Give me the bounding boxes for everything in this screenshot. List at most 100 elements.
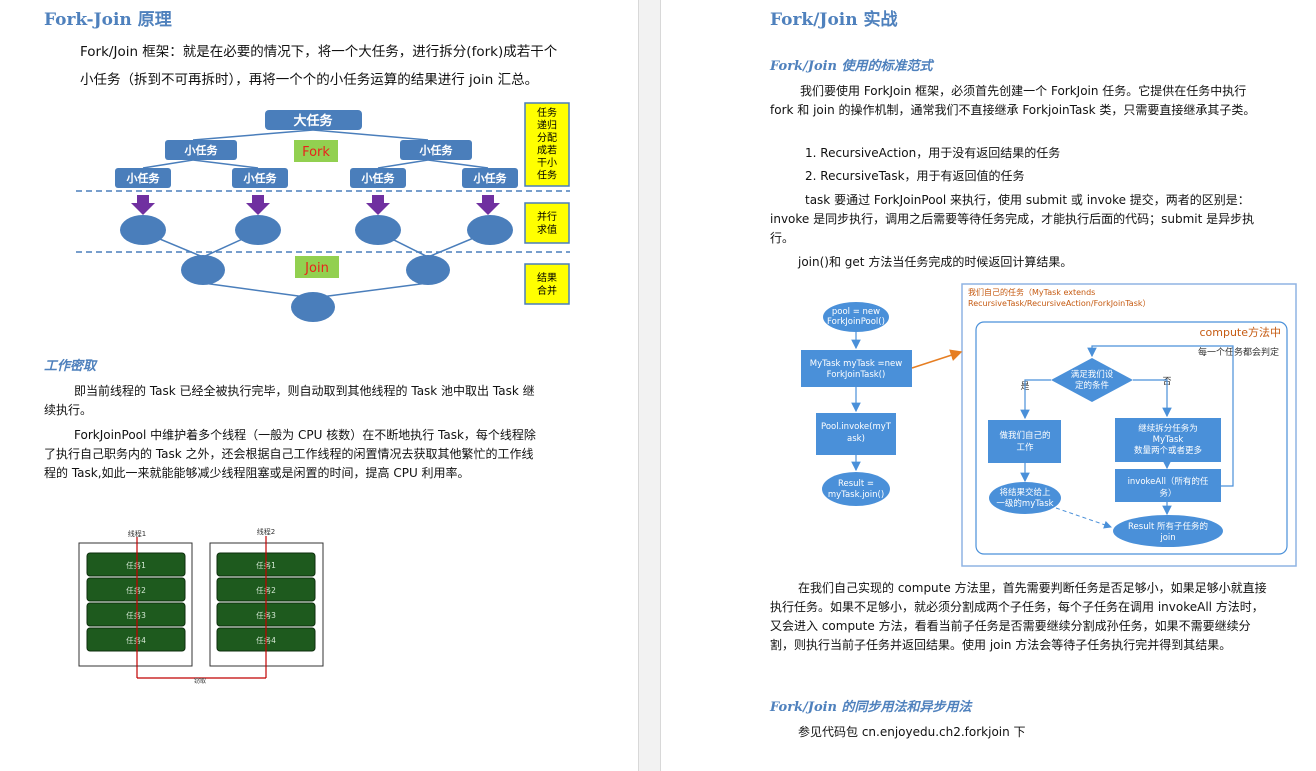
section-heading-work-stealing: 工作密取: [44, 359, 97, 374]
result-all-node: [1113, 515, 1223, 547]
small-task-box: [232, 168, 288, 188]
decision-node: [1051, 358, 1133, 402]
steal-label: 窃取: [194, 677, 206, 685]
side-note-line: 分配: [537, 132, 557, 144]
thread1-label: 线程1: [128, 529, 146, 538]
task-block-label: 任务2: [126, 585, 146, 595]
big-task-box: [265, 110, 362, 130]
paragraph-code-package: 参见代码包 cn.enjoyedu.ch2.forkjoin 下: [798, 725, 1026, 739]
node-text-line: MyTask: [1153, 435, 1184, 445]
down-arrow-icon: [131, 195, 500, 215]
side-note-line: 结果: [537, 271, 557, 284]
big-task-label: 大任务: [293, 113, 333, 129]
node-text-line: 做我们自己的: [999, 430, 1050, 441]
page-title: Fork-Join 原理: [44, 10, 172, 30]
flow-arrow: [1020, 379, 1051, 420]
paragraph-forkjoin-task: 我们要使用 ForkJoin 框架，必须首先创建一个 ForkJoin 任务。它…: [770, 84, 1256, 117]
node-text-line: 工作: [1016, 442, 1034, 453]
side-note-line: 递归: [537, 119, 557, 132]
side-note-line: 任务: [537, 106, 557, 119]
join-label: Join: [304, 261, 329, 276]
paragraph-compute: 在我们自己实现的 compute 方法里，首先需要判断任务是否足够小，如果足够小…: [770, 581, 1267, 652]
node-text-line: 一级的myTask: [996, 498, 1053, 509]
compute-flow-chart: 我们自己的任务（MyTask extendsRecursiveTask/Recu…: [801, 283, 1297, 567]
node-text-line: ask): [847, 434, 865, 444]
paragraph-join-get: join()和 get 方法当任务完成的时候返回计算结果。: [798, 255, 1073, 269]
small-task-label: 小任务: [126, 171, 161, 185]
task-result-ellipse: [120, 215, 513, 322]
section-heading-standard-pattern: Fork/Join 使用的标准范式: [770, 59, 933, 74]
do-own-work-node: [988, 420, 1061, 463]
small-task-label: 小任务: [419, 143, 454, 157]
task-block: [86, 627, 186, 652]
pool-create-node: [823, 302, 889, 332]
list-item-recursive-task: 2. RecursiveTask，用于有返回值的任务: [805, 169, 1025, 183]
fork-label: Fork: [302, 145, 330, 160]
work-stealing-para-1: 即当前线程的 Task 已经全被执行完毕，则自动取到其他线程的 Task 池中取…: [44, 384, 535, 417]
node-text-line: join: [1159, 533, 1175, 543]
section-heading-sync-async: Fork/Join 的同步用法和异步用法: [770, 700, 972, 715]
task-block: [86, 552, 186, 577]
small-task-label: 小任务: [184, 143, 219, 157]
side-note-line: 任务: [537, 169, 557, 182]
fork-label-box: [294, 140, 338, 162]
node-text-line: 数量两个或者更多: [1134, 445, 1203, 456]
fork-join-diagram: 大任务 小任务 小任务 Fork 小任务 小任务 小任务 小任务: [76, 102, 570, 322]
invoke-all-node: [1115, 469, 1221, 502]
node-text-line: Result 所有子任务的: [1128, 521, 1208, 532]
list-item-recursive-action: 1. RecursiveAction，用于没有返回结果的任务: [805, 146, 1061, 160]
split-task-node: [1115, 418, 1221, 462]
node-text-line: 满足我们设: [1071, 369, 1114, 380]
thread1-queue: 任务1 任务2 任务3 任务4: [86, 552, 186, 652]
right-page: Fork/Join 实战 Fork/Join 使用的标准范式 我们要使用 For…: [660, 0, 1316, 771]
task-block-label: 任务3: [126, 610, 146, 620]
mytask-create-node: [801, 350, 912, 387]
flow-arrow: [1133, 379, 1172, 418]
side-note-line: 干小: [537, 157, 557, 169]
side-note-line: 合并: [537, 284, 557, 297]
node-text-line: ForkJoinTask(): [827, 370, 886, 380]
frame-title-line: RecursiveTask/RecursiveAction/ForkJoinTa…: [968, 299, 1151, 308]
node-text-line: 定的条件: [1075, 380, 1110, 391]
node-text-line: 将结果交给上: [999, 487, 1051, 498]
small-task-box: [165, 140, 237, 160]
orange-arrow: [911, 349, 963, 369]
page-title: Fork/Join 实战: [770, 10, 898, 30]
intro-paragraph: Fork/Join 框架：就是在必要的情况下，将一个大任务，进行拆分(fork)…: [80, 44, 558, 88]
side-note-line: 成若: [537, 144, 557, 157]
task-block-label: 任务1: [126, 560, 146, 570]
node-text-line: ForkJoinPool(): [827, 317, 885, 327]
node-text-line: Result =: [838, 479, 874, 489]
small-task-box: [462, 168, 518, 188]
result-join-text: Result =myTask.join(): [828, 479, 884, 500]
node-text-line: 继续拆分任务为: [1138, 423, 1198, 434]
side-note-merge: [524, 263, 570, 305]
node-text-line: invokeAll（所有的任: [1128, 476, 1209, 487]
side-note-line: 并行: [537, 210, 557, 223]
result-join-node: [822, 472, 890, 506]
small-task-label: 小任务: [243, 171, 278, 185]
work-stealing-para-2: ForkJoinPool 中维护着多个线程（一般为 CPU 核数）在不断地执行 …: [44, 428, 536, 480]
node-text-line: Pool.invoke(myT: [821, 422, 892, 432]
node-text-line: pool = new: [832, 307, 880, 317]
small-task-label: 小任务: [473, 171, 508, 185]
task-block-label: 任务4: [126, 635, 146, 645]
pool-invoke-text: Pool.invoke(myT ask): [821, 422, 892, 444]
node-text-line: 务）: [1159, 488, 1176, 499]
join-label-box: [295, 256, 339, 278]
small-task-box: [350, 168, 406, 188]
task-block: [86, 602, 186, 627]
small-task-label: 小任务: [361, 171, 396, 185]
